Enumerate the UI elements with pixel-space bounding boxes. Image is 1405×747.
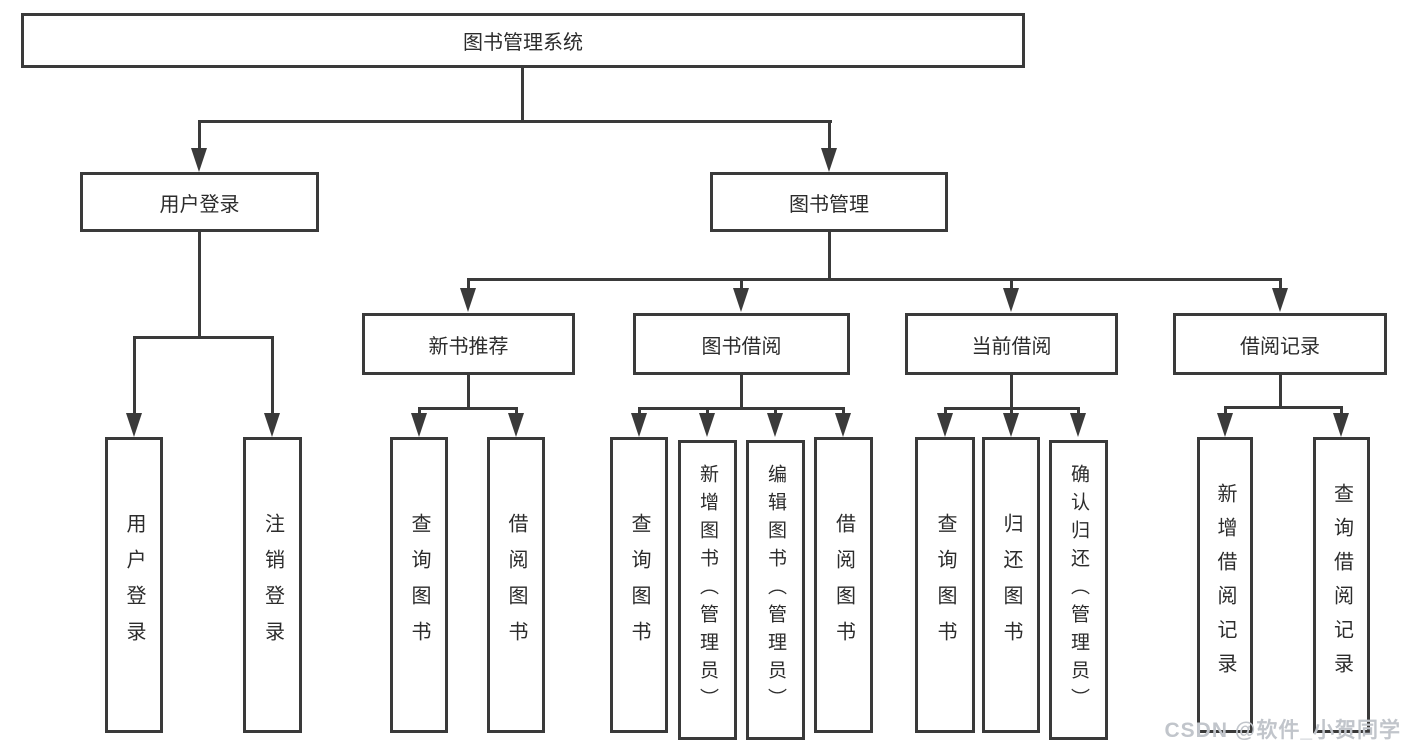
- leaf-search-borrow-record: 查询借阅记录: [1313, 437, 1370, 733]
- arrow-down-icon: [631, 413, 647, 437]
- node-book-borrow: 图书借阅: [633, 313, 850, 375]
- connector-line: [638, 407, 845, 410]
- connector-line: [1279, 278, 1282, 292]
- leaf-add-borrow-record-label: 新增借阅记录: [1214, 483, 1236, 687]
- arrow-down-icon: [733, 288, 749, 312]
- node-library-system-label: 图书管理系统: [463, 32, 583, 54]
- connector-line: [467, 278, 470, 292]
- connector-line: [638, 407, 641, 417]
- connector-line: [133, 336, 136, 415]
- arrow-down-icon: [126, 413, 142, 437]
- arrow-down-icon: [821, 148, 837, 172]
- node-user-login-module: 用户登录: [80, 172, 319, 232]
- leaf-borrow-books: 借阅图书: [814, 437, 873, 733]
- leaf-search-books-borrow: 查询图书: [610, 437, 668, 733]
- leaf-search-books-recommend-label: 查询图书: [408, 513, 430, 657]
- connector-line: [842, 407, 845, 417]
- connector-line: [467, 375, 470, 410]
- arrow-down-icon: [460, 288, 476, 312]
- leaf-add-book-admin: 新增图书（管理员）: [678, 440, 737, 740]
- node-book-management: 图书管理: [710, 172, 948, 232]
- connector-line: [515, 407, 518, 417]
- connector-line: [521, 68, 524, 121]
- connector-line: [198, 232, 201, 339]
- node-book-management-label: 图书管理: [789, 193, 869, 216]
- node-borrow-records-label: 借阅记录: [1240, 335, 1320, 358]
- leaf-borrow-books-label: 借阅图书: [832, 513, 855, 657]
- leaf-borrow-books-recommend-label: 借阅图书: [505, 513, 527, 657]
- connector-line: [1279, 375, 1282, 409]
- arrow-down-icon: [191, 148, 207, 172]
- connector-line: [1010, 278, 1013, 292]
- connector-line: [1340, 406, 1343, 417]
- arrow-down-icon: [835, 413, 851, 437]
- connector-line: [271, 336, 274, 415]
- leaf-confirm-return-admin-label: 确认归还（管理员）: [1068, 464, 1089, 716]
- leaf-search-books-recommend: 查询图书: [390, 437, 448, 733]
- connector-line: [828, 232, 831, 281]
- arrow-down-icon: [1272, 288, 1288, 312]
- node-current-borrow-label: 当前借阅: [971, 335, 1052, 358]
- leaf-confirm-return-admin: 确认归还（管理员）: [1049, 440, 1108, 740]
- arrow-down-icon: [264, 413, 280, 437]
- leaf-return-book-label: 归还图书: [1000, 513, 1022, 657]
- node-new-book-recommend-label: 新书推荐: [428, 335, 509, 358]
- connector-line: [1224, 406, 1227, 417]
- arrow-down-icon: [699, 413, 715, 437]
- node-new-book-recommend: 新书推荐: [362, 313, 575, 375]
- leaf-logout: 注销登录: [243, 437, 302, 733]
- leaf-search-borrow-record-label: 查询借阅记录: [1330, 483, 1353, 687]
- leaf-search-books-current: 查询图书: [915, 437, 975, 733]
- arrow-down-icon: [1003, 413, 1019, 437]
- connector-line: [467, 278, 1282, 281]
- leaf-return-book: 归还图书: [982, 437, 1040, 733]
- arrow-down-icon: [1333, 413, 1349, 437]
- connector-line: [133, 336, 274, 339]
- connector-line: [1077, 407, 1080, 417]
- connector-line: [944, 407, 947, 417]
- connector-line: [418, 407, 421, 417]
- node-book-borrow-label: 图书借阅: [701, 335, 782, 358]
- connector-line: [740, 278, 743, 292]
- leaf-edit-book-admin: 编辑图书（管理员）: [746, 440, 805, 740]
- node-borrow-records: 借阅记录: [1173, 313, 1387, 375]
- arrow-down-icon: [1217, 413, 1233, 437]
- leaf-search-books-current-label: 查询图书: [934, 513, 956, 657]
- node-library-system: 图书管理系统: [21, 13, 1025, 68]
- connector-line: [198, 120, 832, 123]
- arrow-down-icon: [1003, 288, 1019, 312]
- node-user-login-label: 用户登录: [159, 193, 240, 216]
- leaf-logout-label: 注销登录: [261, 513, 284, 657]
- connector-line: [418, 407, 518, 410]
- leaf-edit-book-admin-label: 编辑图书（管理员）: [765, 464, 786, 716]
- arrow-down-icon: [937, 413, 953, 437]
- connector-line: [740, 375, 743, 410]
- leaf-user-login: 用户登录: [105, 437, 163, 733]
- connector-line: [1224, 406, 1343, 409]
- connector-line: [1010, 407, 1013, 417]
- arrow-down-icon: [411, 413, 427, 437]
- leaf-borrow-books-recommend: 借阅图书: [487, 437, 545, 733]
- connector-line: [706, 407, 709, 417]
- arrow-down-icon: [508, 413, 524, 437]
- connector-line: [1010, 375, 1013, 410]
- arrow-down-icon: [1070, 413, 1086, 437]
- connector-line: [828, 120, 831, 152]
- node-current-borrow: 当前借阅: [905, 313, 1118, 375]
- connector-line: [198, 120, 201, 152]
- watermark: CSDN @软件_小贺同学: [1164, 719, 1401, 742]
- leaf-add-book-admin-label: 新增图书（管理员）: [697, 464, 718, 716]
- arrow-down-icon: [767, 413, 783, 437]
- leaf-user-login-label: 用户登录: [123, 513, 145, 657]
- leaf-add-borrow-record: 新增借阅记录: [1197, 437, 1253, 733]
- leaf-search-books-borrow-label: 查询图书: [628, 513, 650, 657]
- connector-line: [774, 407, 777, 417]
